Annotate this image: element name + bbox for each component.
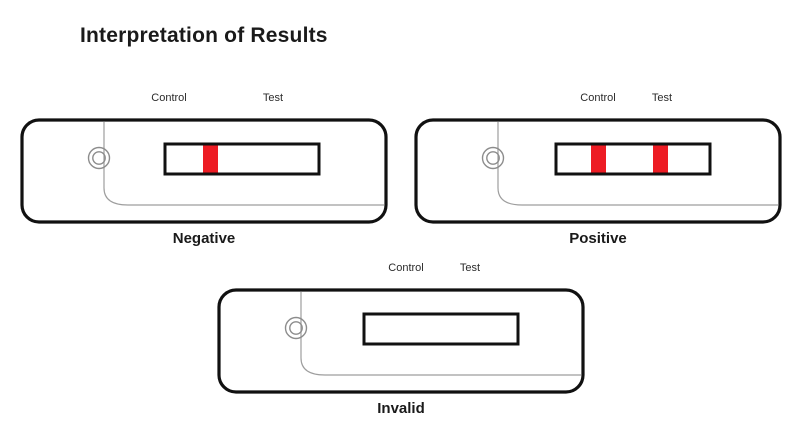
port-label-row-positive: Control Test xyxy=(412,92,784,110)
sample-well-outer-ring-positive xyxy=(481,146,505,170)
control-band-positive xyxy=(591,145,606,173)
control-label-invalid: Control xyxy=(388,262,424,274)
casing-inner-contour-negative xyxy=(103,122,384,206)
test-label-invalid: Test xyxy=(459,262,481,274)
result-window-negative xyxy=(163,142,321,176)
casing-inner-contour-positive xyxy=(497,122,778,206)
cassette-negative: Control Test Negative xyxy=(18,92,390,252)
result-caption-invalid: Invalid xyxy=(377,400,425,417)
control-label-positive: Control xyxy=(580,92,616,104)
result-window-positive xyxy=(554,142,712,176)
test-band-positive xyxy=(653,145,668,173)
sample-well-inner-ring-negative xyxy=(92,151,106,165)
result-caption-negative: Negative xyxy=(172,230,236,247)
result-window-invalid xyxy=(362,312,520,346)
sample-well-outer-ring-negative xyxy=(87,146,111,170)
result-caption-positive: Positive xyxy=(569,230,627,247)
sample-well-outer-ring-invalid xyxy=(284,316,308,340)
control-band-negative xyxy=(203,145,218,173)
page-title: Interpretation of Results xyxy=(80,24,328,47)
sample-well-inner-ring-invalid xyxy=(289,321,303,335)
sample-well-inner-ring-positive xyxy=(486,151,500,165)
cassette-body-negative xyxy=(20,118,388,224)
port-label-row-negative: Control Test xyxy=(18,92,390,110)
test-label-positive: Test xyxy=(651,92,673,104)
port-label-row-invalid: Control Test xyxy=(215,262,587,280)
test-label-negative: Test xyxy=(262,92,284,104)
cassette-positive: Control Test Positive xyxy=(412,92,784,252)
cassette-body-positive xyxy=(414,118,782,224)
cassette-invalid: Control Test Invalid xyxy=(215,262,587,422)
cassette-body-invalid xyxy=(217,288,585,394)
casing-inner-contour-invalid xyxy=(300,292,581,376)
control-label-negative: Control xyxy=(151,92,187,104)
